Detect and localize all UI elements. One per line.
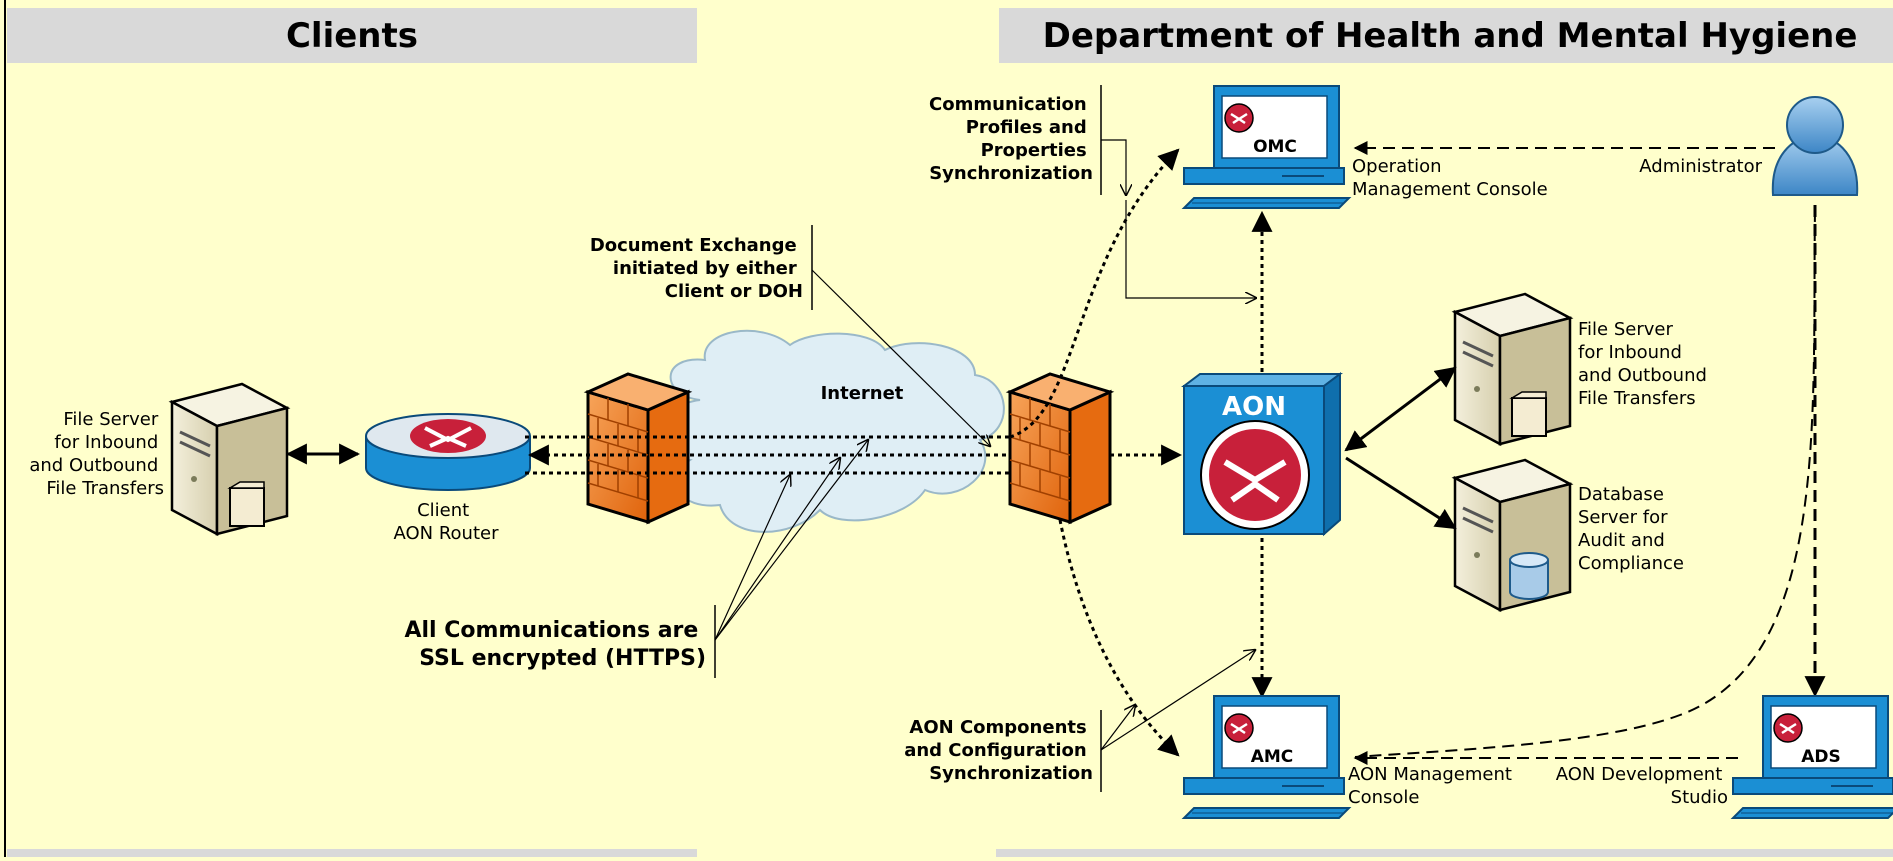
ssl-tunnel bbox=[525, 435, 1183, 475]
comm-sync-leaders bbox=[1101, 139, 1256, 298]
database-icon bbox=[1509, 552, 1549, 600]
omc-badge: OMC bbox=[1253, 137, 1297, 157]
aon-fileserver-link bbox=[1344, 366, 1457, 452]
ads-label: AON Development Studio bbox=[1556, 764, 1728, 808]
administrator-label: Administrator bbox=[1639, 156, 1762, 177]
cloud-icon bbox=[662, 329, 1005, 533]
clients-footer-bar bbox=[7, 849, 697, 857]
omc-label: Operation Management Console bbox=[1352, 156, 1548, 200]
doh-file-server-label: File Server for Inbound and Outbound Fil… bbox=[1578, 319, 1713, 409]
ssl-label: All Communications are SSL encrypted (HT… bbox=[404, 618, 706, 671]
db-server-label: Database Server for Audit and Compliance bbox=[1578, 484, 1684, 574]
aon-badge: AON bbox=[1222, 392, 1286, 422]
clients-header-bar bbox=[7, 8, 697, 63]
client-router-label: Client AON Router bbox=[393, 500, 499, 544]
clients-header: Clients bbox=[286, 16, 418, 56]
aon-dbserver-link bbox=[1345, 456, 1457, 530]
aon-switch-icon bbox=[1181, 372, 1343, 537]
ads-badge: ADS bbox=[1801, 747, 1841, 767]
internet-label: Internet bbox=[821, 383, 904, 404]
db-server bbox=[1453, 458, 1572, 612]
doc-exchange-label: Document Exchange initiated by either Cl… bbox=[590, 235, 803, 302]
doh-firewall-icon bbox=[1008, 372, 1112, 524]
amc-label: AON Management Console bbox=[1348, 764, 1518, 808]
doh-header: Department of Health and Mental Hygiene bbox=[1043, 16, 1858, 56]
doh-footer-bar bbox=[996, 849, 1893, 857]
router-icon bbox=[365, 413, 531, 491]
doh-file-server bbox=[1453, 292, 1572, 446]
aon-sync-label: AON Components and Configuration Synchro… bbox=[904, 717, 1093, 784]
doh-header-bar bbox=[999, 8, 1893, 63]
amc-badge: AMC bbox=[1251, 747, 1294, 767]
client-firewall-icon bbox=[586, 372, 690, 524]
doc-exchange-leader bbox=[811, 269, 990, 446]
comm-sync-label: Communication Profiles and Properties Sy… bbox=[929, 94, 1093, 184]
admin-amc-link bbox=[1354, 209, 1816, 758]
client-file-server bbox=[170, 382, 289, 536]
user-icon bbox=[1771, 96, 1859, 196]
aon-sync-leaders bbox=[1100, 650, 1255, 751]
ssl-leaders bbox=[714, 440, 868, 641]
client-file-server-label: File Server for Inbound and Outbound Fil… bbox=[29, 409, 164, 499]
